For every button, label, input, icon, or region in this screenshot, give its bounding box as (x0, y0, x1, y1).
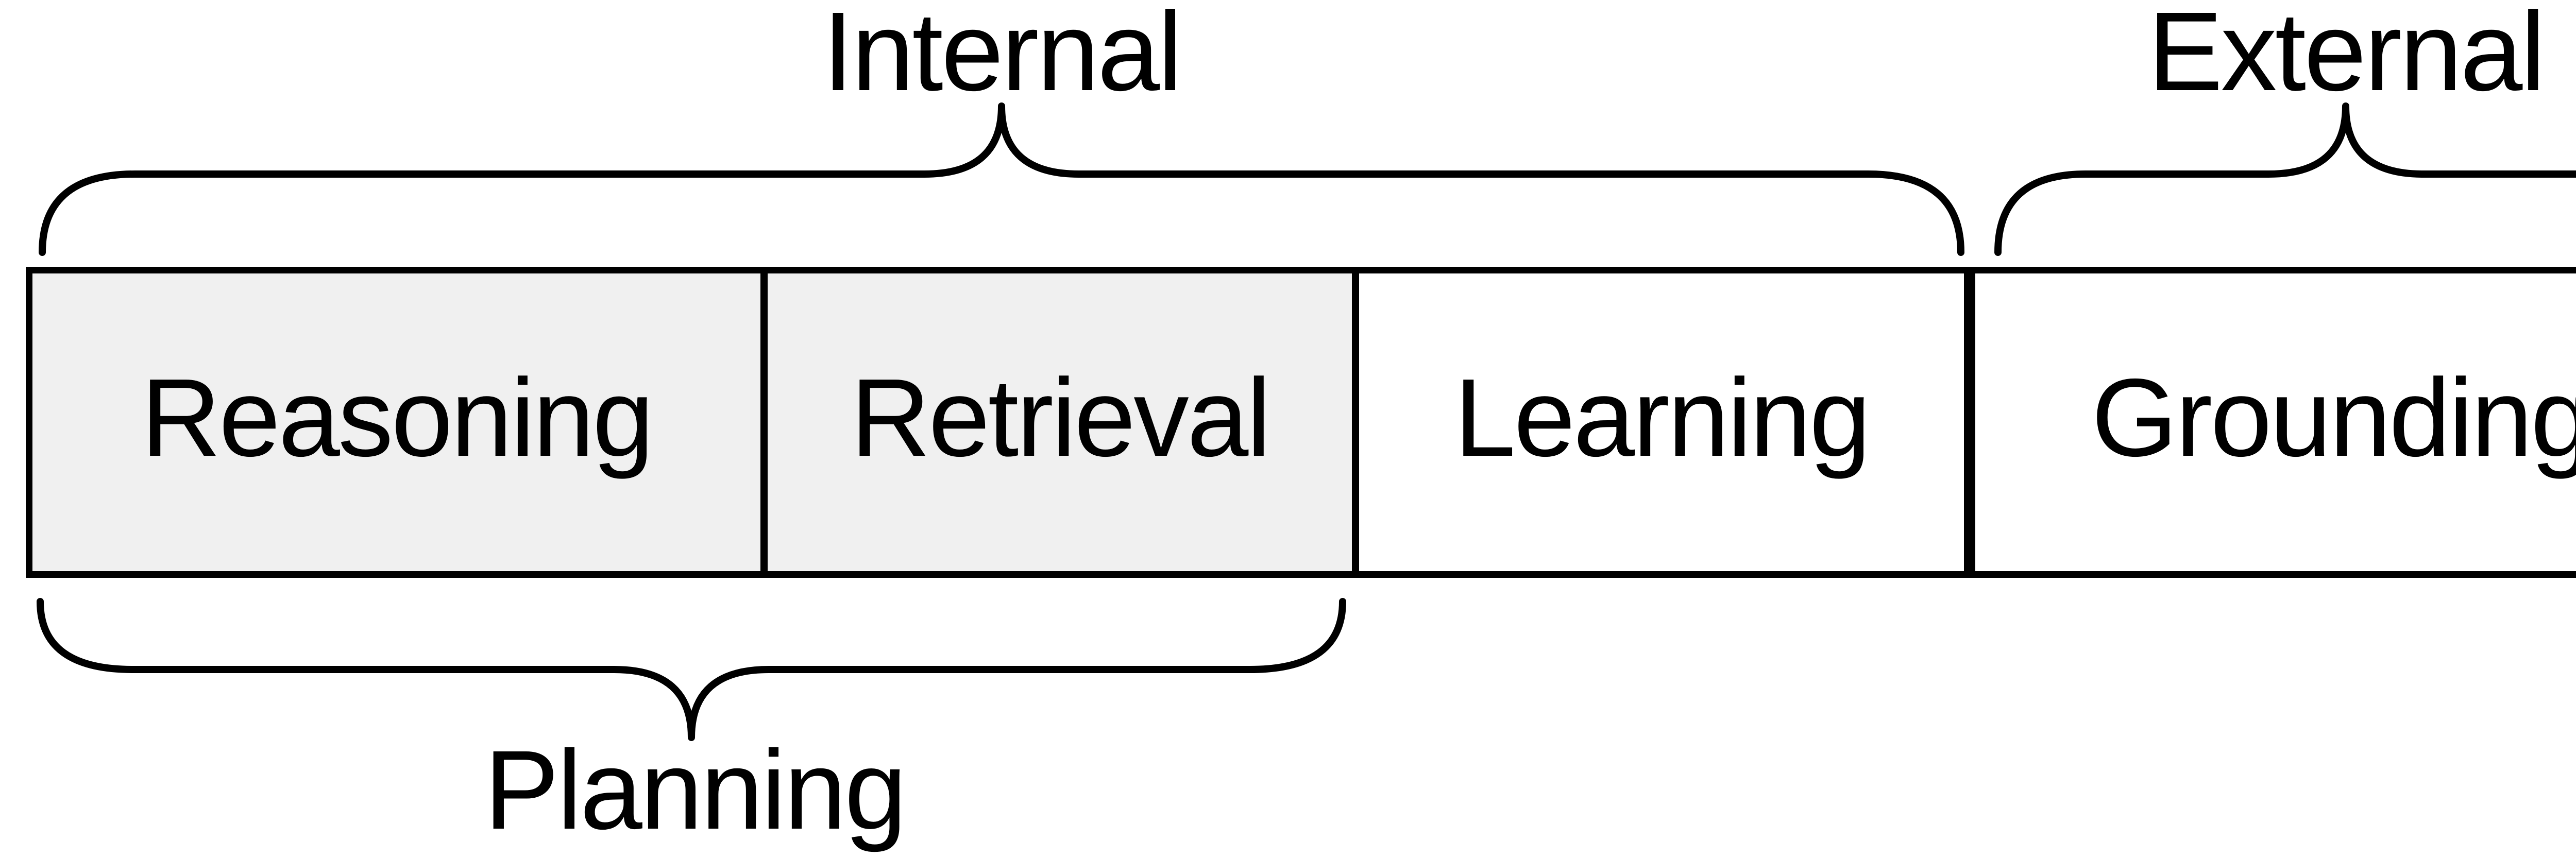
cell-learning-label: Learning (1454, 355, 1871, 479)
internal-group-label: Internal (822, 0, 1182, 114)
cell-reasoning-label: Reasoning (141, 355, 654, 479)
planning-brace (37, 598, 1346, 741)
cell-grounding: Grounding (1964, 273, 2576, 571)
cell-reasoning: Reasoning (32, 273, 760, 571)
cell-retrieval: Retrieval (760, 273, 1352, 571)
external-brace (1994, 102, 2576, 256)
planning-group-label: Planning (484, 728, 907, 853)
external-group-label: External (2148, 0, 2546, 114)
internal-brace (39, 102, 1964, 256)
components-bar: Reasoning Retrieval Learning Grounding (26, 267, 2576, 578)
cell-learning: Learning (1352, 273, 1964, 571)
cell-grounding-label: Grounding (2091, 355, 2576, 479)
cell-retrieval-label: Retrieval (850, 355, 1271, 479)
